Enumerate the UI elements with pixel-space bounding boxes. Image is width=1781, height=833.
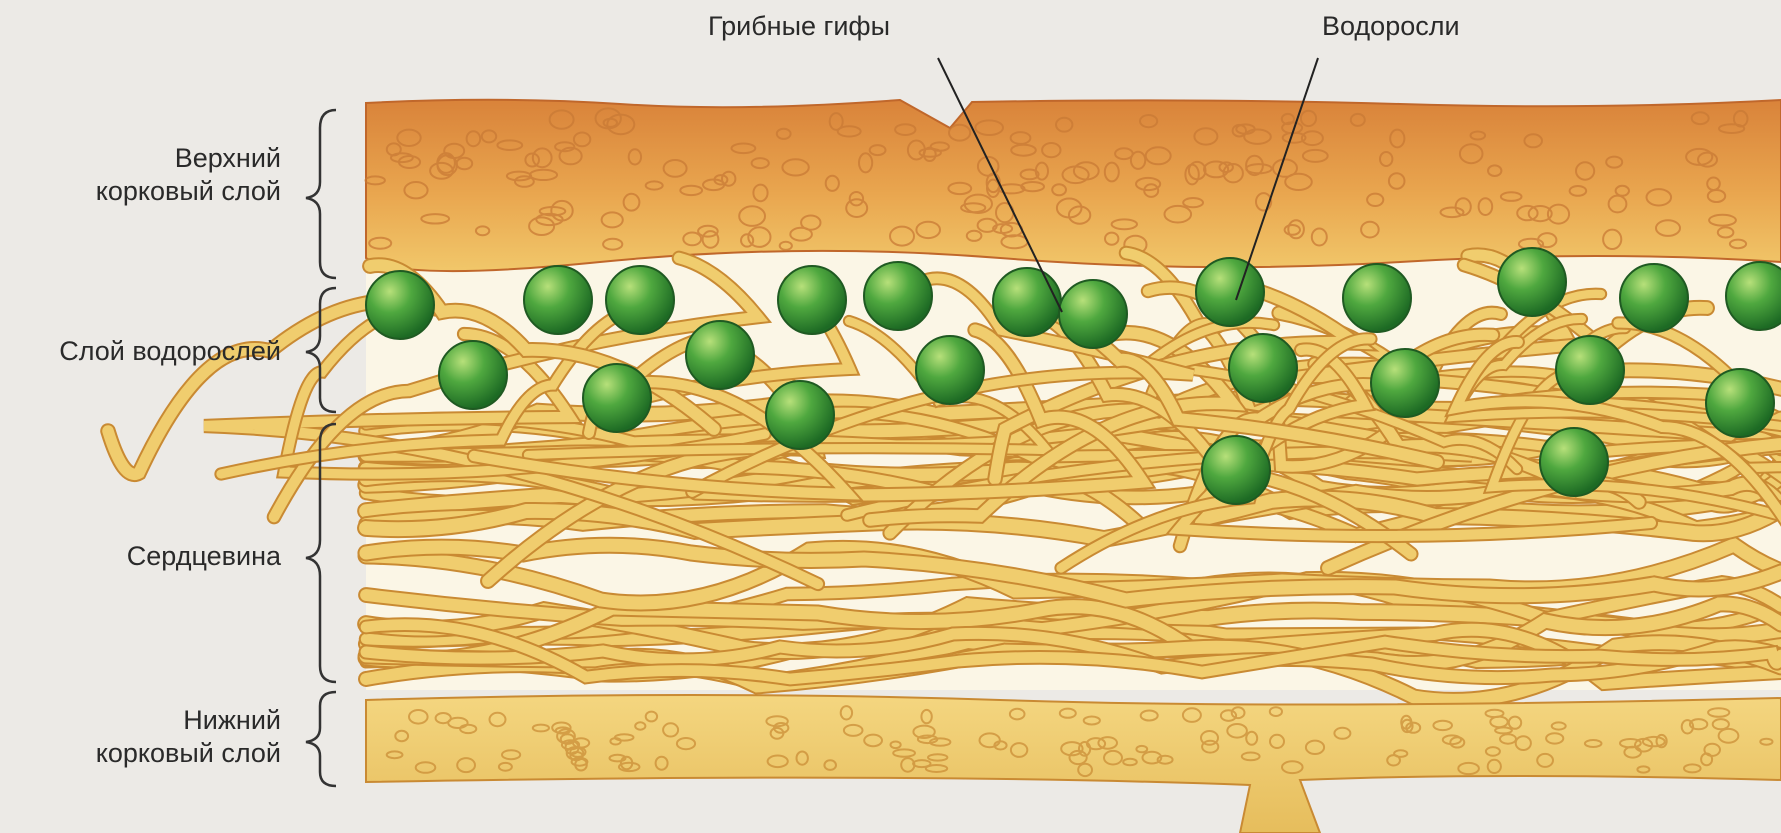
algae-cell [1620,264,1688,332]
label-fungal-hyphae: Грибные гифы [708,10,890,43]
algae-cell [1229,334,1297,402]
label-algae: Водоросли [1322,10,1460,43]
algae-cell [766,381,834,449]
label-lower-cortex-line2: корковый слой [96,737,281,770]
algae-cell [1556,336,1624,404]
brace-lower-cortex [306,692,336,786]
algae-cell [1706,369,1774,437]
algae-cell [864,262,932,330]
algae-cell [916,336,984,404]
algae-cell [583,364,651,432]
algae-cell [1202,436,1270,504]
algae-cell [1343,264,1411,332]
brace-upper-cortex [306,110,336,278]
algae-cell [1371,349,1439,417]
label-lower-cortex-line1: Нижний [96,704,281,737]
algae-cell [778,266,846,334]
label-upper-cortex: Верхний корковый слой [96,142,281,208]
label-medulla: Сердцевина [127,540,281,573]
label-upper-cortex-line2: корковый слой [96,175,281,208]
label-algae-layer: Слой водорослей [59,335,281,368]
algae-cell [1059,280,1127,348]
algae-cell [439,341,507,409]
algae-cell [366,271,434,339]
algae-cell [686,321,754,389]
algae-cell [606,266,674,334]
label-upper-cortex-line1: Верхний [96,142,281,175]
label-lower-cortex: Нижний корковый слой [96,704,281,770]
algae-cell [993,268,1061,336]
algae-cell [524,266,592,334]
algae-cell [1196,258,1264,326]
upper-cortex-layer [366,100,1781,271]
algae-cell [1540,428,1608,496]
algae-cell [1498,248,1566,316]
